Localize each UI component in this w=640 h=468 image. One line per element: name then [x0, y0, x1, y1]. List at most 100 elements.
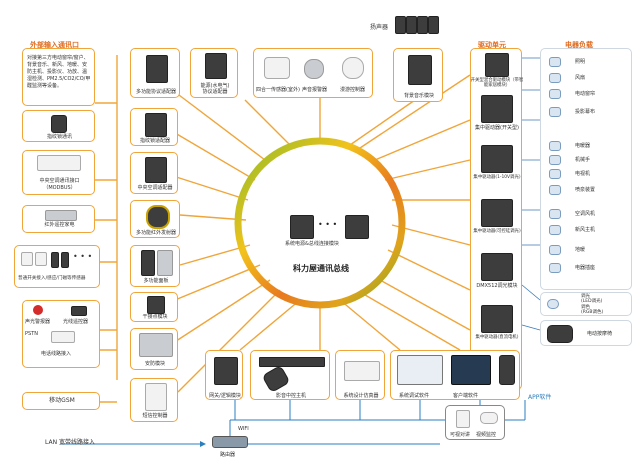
multi-io-box: 多功能协议适配器	[130, 48, 180, 98]
software-box: 系统调试软件 客户端软件	[390, 350, 520, 400]
video-label: 可视对讲	[450, 432, 471, 438]
debug-label: 系统调试软件	[399, 393, 430, 399]
fingerprint-box: 指纹锁通讯	[22, 110, 95, 142]
power-module-icon	[345, 215, 369, 239]
water-power-label-2: 协议适配器	[202, 89, 228, 95]
drive-module-icon	[481, 253, 513, 281]
speaker-group	[395, 14, 439, 36]
top-sensor-label: 声音报警器	[302, 87, 328, 93]
dry-contact-icon	[147, 296, 165, 314]
av-host-box: 影音中控主机	[250, 350, 330, 400]
appliances-title: 电器负载	[565, 41, 593, 49]
fountain-icon	[549, 185, 561, 195]
drive-label: 集中驱动器(直流电机)	[475, 335, 519, 340]
client-software-screen-icon	[451, 355, 491, 385]
desc-line: 湿检测、PM2.5/CO2/CO/甲	[27, 76, 91, 82]
speaker-label: 扬声器	[370, 24, 389, 31]
fingerprint-adapter-label: 指纹锁适配器	[139, 138, 170, 144]
telephone-icon	[51, 331, 75, 343]
massage-chair-box: 电动按摩椅	[540, 320, 632, 346]
client-label: 客户端软件	[453, 393, 479, 399]
massage-chair-label: 电动按摩椅	[587, 331, 613, 337]
motion-sensor-icon	[35, 252, 47, 266]
switch-icon	[21, 252, 33, 266]
central-ac-protocol: （MODBUS）	[43, 185, 76, 191]
central-ac-label: 中央空调通讯接口	[39, 178, 80, 184]
appliance-label: 机械手	[575, 157, 591, 163]
door-sensor-icon	[51, 252, 59, 268]
drive-label: 开关型混合驱动模块（带智能家居模块）	[470, 78, 524, 88]
led-box: 调光 (LED调光) 调色 (RGB调色)	[540, 292, 632, 316]
heater-icon	[549, 141, 561, 151]
led-label: 调色	[581, 305, 590, 310]
ac-adapter-icon	[145, 157, 167, 183]
router-label: 路由器	[220, 452, 236, 458]
simulator-label: 系统设计仿真器	[343, 393, 379, 399]
ac-adapter-box: 中央空调适配器	[130, 152, 178, 194]
security-box: 安防模块	[130, 328, 178, 370]
panel-icon	[141, 250, 155, 276]
led-label: (LED调光)	[581, 299, 603, 304]
gsm-label: 移动GSM	[49, 397, 75, 404]
beam-icon	[71, 306, 87, 316]
top-sensor-label: 漫游控制器	[340, 87, 366, 93]
appliance-label: 新风主机	[575, 227, 596, 233]
appliance-label: 喷泉装置	[575, 187, 596, 193]
pstn-label: PSTN	[25, 331, 38, 337]
sensors-box: • • • 普通开关接入/感应/门磁等传感器	[14, 245, 100, 288]
alarm-label: 声光警报器	[25, 319, 51, 325]
tv-icon	[45, 210, 77, 221]
multi-panel-label: 多功能面板	[143, 278, 169, 284]
sms-controller-box: 短信控制器	[130, 378, 178, 422]
sensor-icon	[61, 252, 69, 268]
appliances-box: 照明 风扇 电动窗帘 投影幕布 电暖器 机械手 电视机 喷泉装置 空调风机 新风…	[540, 48, 632, 290]
beam-label: 光线遥控器	[63, 319, 89, 325]
top-sensor-label: 四合一传感器(室外)	[256, 87, 300, 93]
appliance-label: 风扇	[575, 75, 586, 81]
fresh-air-icon	[549, 225, 561, 235]
manipulator-icon	[549, 155, 561, 165]
drive-module-icon	[485, 53, 509, 77]
fingerprint-label: 指纹锁通讯	[46, 134, 72, 140]
router-icon	[212, 436, 248, 448]
simulator-icon	[344, 361, 380, 381]
drive-label: DMX512调光模块	[476, 283, 518, 289]
appliance-label: 电暖器	[575, 143, 591, 149]
dry-contact-label: 干接点模块	[142, 314, 168, 320]
av-host-icon	[259, 357, 325, 367]
drive-module-icon	[481, 145, 513, 173]
remote-icon	[261, 364, 291, 394]
bg-music-label: 背景音乐模块	[403, 93, 434, 99]
projection-screen-icon	[549, 107, 561, 117]
security-module-icon	[139, 333, 173, 357]
appliance-label: 空调风机	[575, 211, 596, 217]
drive-module-icon	[481, 305, 513, 333]
led-label: (RGB调色)	[581, 310, 604, 315]
sms-controller-icon	[145, 383, 167, 411]
multi-io-label: 多功能协议适配器	[135, 89, 176, 95]
drive-units-box: 开关型混合驱动模块（带智能家居模块） 集中驱动器(开关型) 集中驱动器(1-10…	[470, 48, 524, 390]
speaker-icon	[428, 16, 439, 34]
app-label: APP软件	[528, 394, 552, 401]
speaker-icon	[406, 16, 417, 34]
third-party-box: 对接第三方电动窗帘/窗户、 背景音乐、新风、地暖、安 防主机、投影仪、功放、温 …	[22, 48, 95, 106]
debug-software-screen-icon	[397, 355, 443, 385]
security-label: 安防模块	[144, 361, 165, 367]
alarm-phone-box: 声光警报器 光线遥控器 PSTN 电话线路接入	[22, 300, 100, 368]
drive-label: 集中驱动器(1-10V调光)	[473, 175, 521, 180]
fingerprint-adapter-icon	[145, 113, 167, 137]
video-intercom-icon	[456, 410, 470, 428]
gsm-box: 移动GSM	[22, 392, 100, 410]
sensors-label: 普通开关接入/感应/门磁等传感器	[18, 276, 86, 281]
lan-label: LAN 宽带线路接入	[45, 439, 95, 446]
video-box: 可视对讲 视频监控	[445, 405, 505, 440]
dry-contact-box: 干接点模块	[130, 292, 178, 322]
top-sensors-box: 四合一传感器(室外) 声音报警器 漫游控制器	[253, 48, 373, 98]
gateway-label: 网关/逻辑模块	[209, 393, 241, 399]
power-module-icon	[290, 215, 314, 239]
external-input-title: 外部输入通讯口	[30, 41, 79, 49]
drive-label: 集中驱动器(可控硅调光)	[473, 229, 521, 234]
phone-icon	[499, 355, 515, 385]
gateway-module-icon	[214, 357, 238, 385]
